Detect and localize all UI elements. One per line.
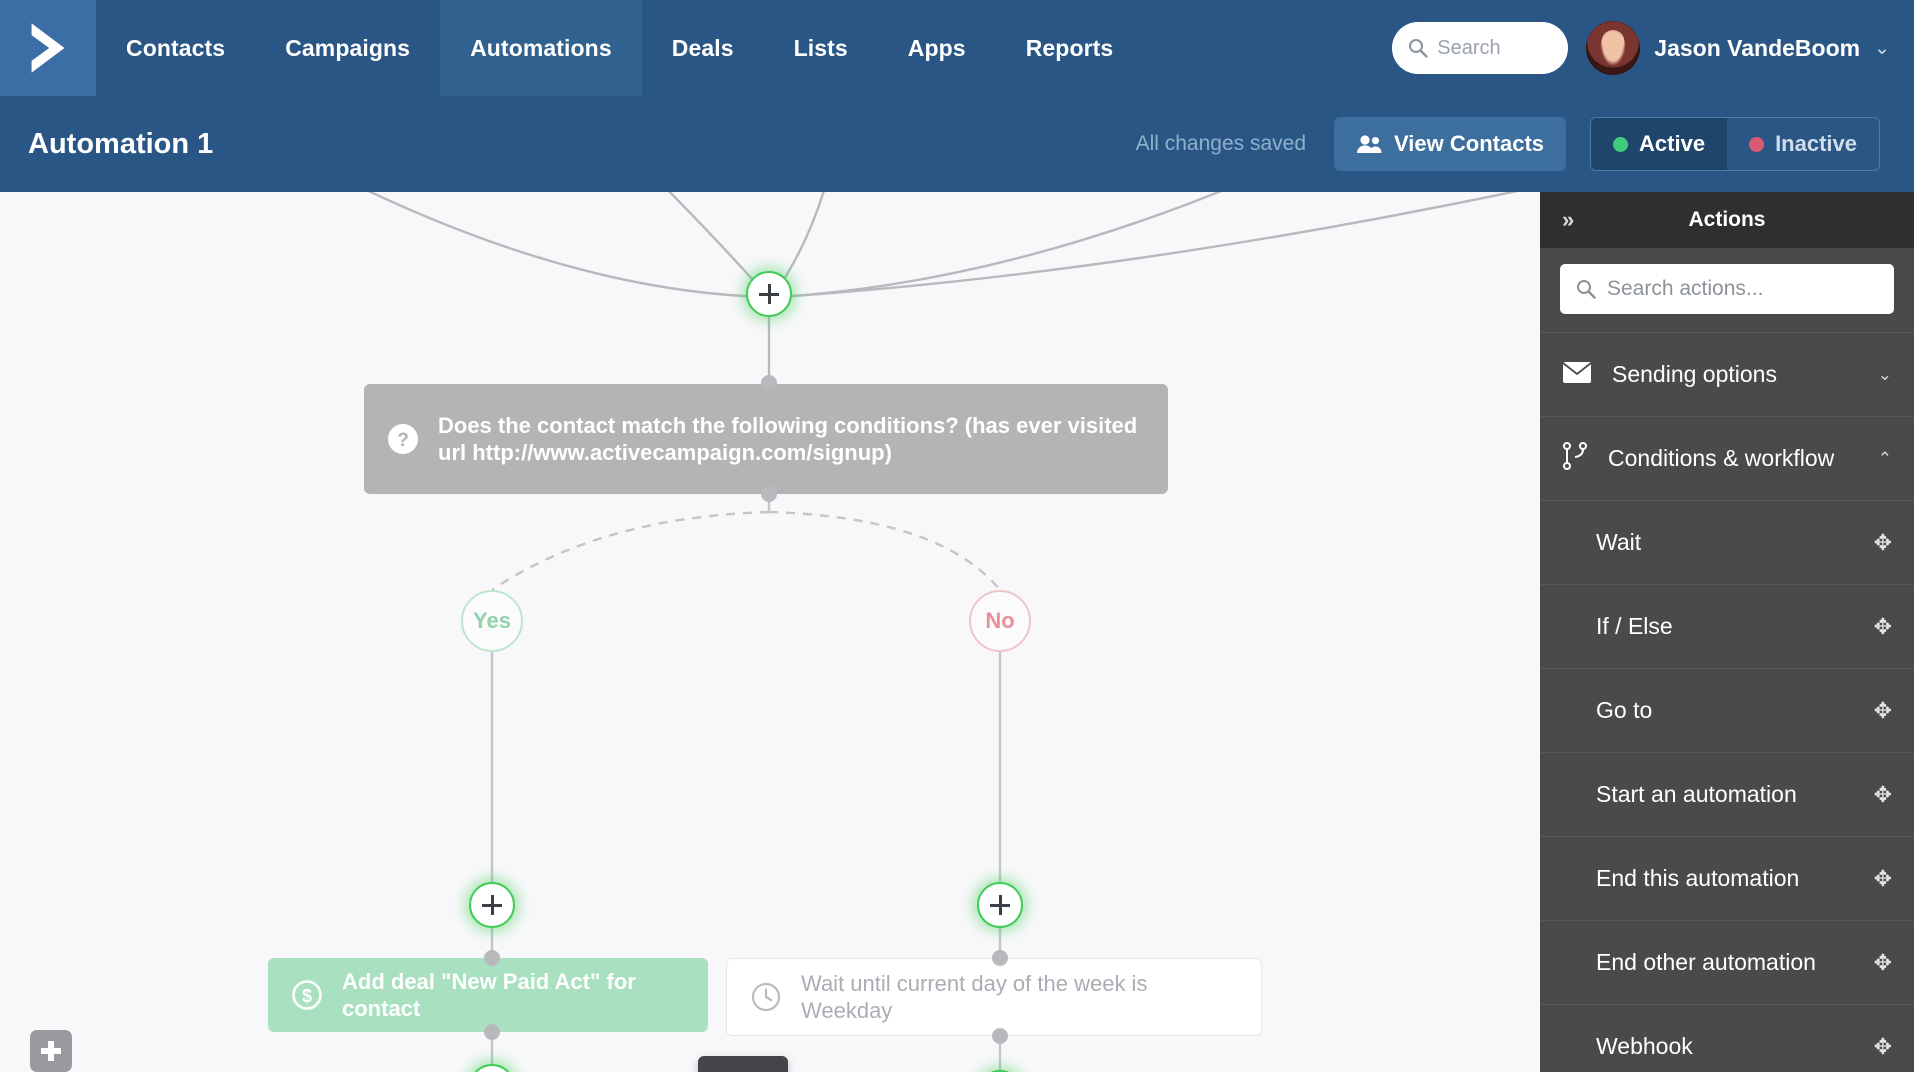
collapse-panel-icon[interactable]: » — [1562, 207, 1574, 232]
sidebar-item-label: If / Else — [1596, 613, 1673, 639]
chevron-down-icon: ⌄ — [1877, 364, 1892, 384]
nav-tab-deals[interactable]: Deals — [671, 34, 734, 61]
branch-no-node[interactable]: No — [969, 590, 1031, 652]
add-step-node-no[interactable] — [977, 882, 1023, 928]
condition-card[interactable]: ? Does the contact match the following c… — [364, 384, 1168, 494]
sidebar-item-label: Webhook — [1596, 1033, 1693, 1059]
drag-handle-icon[interactable]: ✥ — [1873, 865, 1892, 891]
sidebar-item-end-this-automation[interactable]: End this automation ✥ — [1540, 836, 1914, 920]
search-icon — [1577, 280, 1596, 299]
active-status-dot — [1613, 136, 1629, 152]
drag-handle-icon[interactable]: ✥ — [1873, 781, 1892, 807]
sidebar-search-wrapper: Search actions... — [1540, 248, 1914, 332]
sidebar-item-label: Go to — [1596, 697, 1653, 723]
user-name-label: Jason VandeBoom — [1654, 34, 1861, 61]
sidebar-item-label: End other automation — [1596, 949, 1816, 975]
chevron-up-icon: ⌃ — [1877, 448, 1892, 468]
add-deal-card[interactable]: $ Add deal "New Paid Act" for contact — [268, 958, 708, 1032]
connector-dot — [484, 950, 500, 966]
add-deal-card-text: Add deal "New Paid Act" for contact — [342, 968, 636, 1021]
save-status-label: All changes saved — [1135, 132, 1307, 155]
state-inactive-button[interactable]: Inactive — [1727, 118, 1879, 170]
nav-tab-apps[interactable]: Apps — [907, 34, 966, 61]
nav-spacer — [1143, 0, 1392, 96]
nav-tab-lists[interactable]: Lists — [793, 34, 848, 61]
svg-text:$: $ — [302, 986, 312, 1006]
nav-tab-campaigns[interactable]: Campaigns — [285, 34, 411, 61]
drag-handle-icon[interactable]: ✥ — [1873, 529, 1892, 555]
global-search-input[interactable]: Search — [1392, 22, 1569, 74]
sidebar-item-if-else[interactable]: If / Else ✥ — [1540, 584, 1914, 668]
avatar — [1586, 21, 1641, 75]
connector-wires — [367, 192, 1519, 1070]
sidebar-item-end-other-automation[interactable]: End other automation ✥ — [1540, 920, 1914, 1004]
sidebar-item-label: Wait — [1596, 529, 1642, 555]
drag-handle-icon[interactable]: ✥ — [1873, 1033, 1892, 1059]
condition-card-text: Does the contact match the following con… — [438, 412, 1138, 465]
logo-glyph — [31, 23, 65, 73]
view-contacts-button[interactable]: View Contacts — [1334, 117, 1567, 171]
connector-dot — [992, 950, 1008, 966]
state-active-button[interactable]: Active — [1591, 118, 1728, 170]
sidebar-group-label: Conditions & workflow — [1608, 445, 1835, 471]
state-active-label: Active — [1639, 131, 1706, 156]
view-contacts-label: View Contacts — [1394, 131, 1545, 156]
search-actions-placeholder: Search actions... — [1607, 277, 1764, 300]
dollar-circle-icon: $ — [290, 978, 324, 1012]
add-step-node-root[interactable] — [746, 271, 792, 317]
sidebar-title: Actions — [1688, 208, 1766, 231]
nav-tab-automations[interactable]: Automations — [440, 0, 642, 96]
chevron-down-icon: ⌄ — [1874, 37, 1890, 59]
connector-dot — [761, 486, 777, 502]
zoom-in-button[interactable] — [30, 1030, 72, 1072]
connector-dot — [992, 1028, 1008, 1044]
automation-canvas[interactable]: ? Does the contact match the following c… — [0, 192, 1540, 1072]
sidebar-item-label: End this automation — [1596, 865, 1800, 891]
drag-handle-icon[interactable]: ✥ — [1873, 949, 1892, 975]
top-navigation-bar: Contacts Campaigns Automations Deals Lis… — [0, 0, 1914, 96]
wait-placeholder-card-text: Wait until current day of the week is We… — [801, 970, 1148, 1023]
svg-text:?: ? — [397, 430, 409, 451]
activecampaign-chevron-logo-icon[interactable] — [0, 0, 96, 96]
question-mark-icon: ? — [386, 422, 420, 456]
wait-placeholder-card[interactable]: Wait until current day of the week is We… — [726, 958, 1262, 1036]
sidebar-header: » Actions — [1540, 192, 1914, 248]
sidebar-group-conditions-workflow[interactable]: Conditions & workflow ⌃ — [1540, 416, 1914, 500]
drag-handle-icon[interactable]: ✥ — [1873, 613, 1892, 639]
connector-dot — [761, 375, 777, 391]
sidebar-group-label: Sending options — [1612, 361, 1777, 387]
user-menu[interactable]: Jason VandeBoom ⌄ — [1586, 21, 1890, 75]
sidebar-group-sending-options[interactable]: Sending options ⌄ — [1540, 332, 1914, 416]
drag-preview-chip[interactable]: Wait — [698, 1056, 788, 1072]
inactive-status-dot — [1749, 136, 1765, 152]
nav-tab-contacts[interactable]: Contacts — [126, 34, 226, 61]
envelope-icon — [1562, 361, 1592, 389]
state-inactive-label: Inactive — [1775, 131, 1857, 156]
search-icon — [1409, 39, 1428, 58]
sidebar-item-go-to[interactable]: Go to ✥ — [1540, 668, 1914, 752]
branch-fork-icon — [1562, 442, 1588, 475]
actions-sidebar: » Actions Search actions... Sending opti… — [1540, 192, 1914, 1072]
drag-handle-icon[interactable]: ✥ — [1873, 697, 1892, 723]
automation-state-toggle[interactable]: Active Inactive — [1590, 117, 1880, 171]
automation-subheader: Automation 1 All changes saved View Cont… — [0, 96, 1914, 192]
page-title: Automation 1 — [28, 127, 214, 160]
sidebar-item-wait[interactable]: Wait ✥ — [1540, 500, 1914, 584]
branch-yes-node[interactable]: Yes — [461, 590, 523, 652]
add-step-node-yes[interactable] — [469, 882, 515, 928]
clock-icon — [749, 980, 783, 1014]
contacts-icon — [1357, 135, 1382, 153]
sidebar-item-webhook[interactable]: Webhook ✥ — [1540, 1004, 1914, 1072]
connector-dot — [484, 1024, 500, 1040]
search-actions-input[interactable]: Search actions... — [1560, 264, 1894, 314]
sidebar-item-start-an-automation[interactable]: Start an automation ✥ — [1540, 752, 1914, 836]
global-search-placeholder: Search — [1437, 36, 1501, 59]
sidebar-item-label: Start an automation — [1596, 781, 1797, 807]
nav-tab-reports[interactable]: Reports — [1025, 34, 1114, 61]
